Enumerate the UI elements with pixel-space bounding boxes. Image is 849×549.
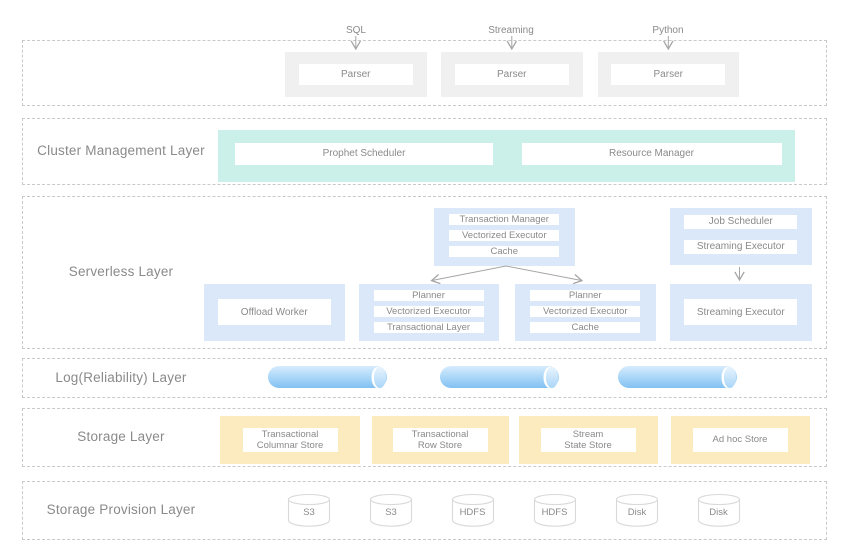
cylinder-icon <box>287 493 331 527</box>
disk-label: Disk <box>709 507 728 518</box>
band-provision <box>22 480 827 540</box>
layer-label-provision: Storage Provision Layer <box>46 501 196 517</box>
prophet-scheduler-box: Prophet Scheduler <box>235 142 493 165</box>
stack-row: Vectorized Executor <box>449 229 560 241</box>
source-label-streaming: Streaming <box>488 25 534 36</box>
stack-row: Cache <box>530 321 641 333</box>
store-box-transactional-columnar: Transactional Columnar Store <box>220 415 360 464</box>
layer-label-cluster: Cluster Management Layer <box>37 142 205 158</box>
store-label: Transactional Row Store <box>392 428 488 452</box>
planner-stack-right: Planner Vectorized Executor Cache <box>514 283 656 341</box>
disk-label: HDFS <box>459 507 486 518</box>
stack-row: Planner <box>373 289 484 301</box>
store-label-line2: Columnar Store <box>256 439 324 451</box>
store-box-stream-state: Stream State Store <box>518 415 658 464</box>
layer-label-serverless: Serverless Layer <box>68 264 174 279</box>
disk-label: HDFS <box>541 507 568 518</box>
planner-stack-left: Planner Vectorized Executor Transactiona… <box>358 283 499 341</box>
parser-label: Parser <box>298 63 413 85</box>
disk-disk-1: Disk <box>615 493 659 528</box>
cylinder-icon <box>697 493 740 527</box>
cylinder-icon <box>369 493 413 527</box>
stack-row: Transaction Manager <box>449 213 560 225</box>
disk-disk-2: Disk <box>697 493 741 528</box>
store-label-line1: Transactional <box>261 428 319 440</box>
store-label-line1: Transactional <box>411 428 469 440</box>
streaming-executor-label: Streaming Executor <box>684 299 798 325</box>
stack-row: Transactional Layer <box>373 321 484 333</box>
source-label-sql: SQL <box>345 25 366 36</box>
source-label-python: Python <box>652 25 684 36</box>
store-label: Ad hoc Store <box>692 428 788 452</box>
disk-hdfs-1: HDFS <box>451 493 495 528</box>
layer-label-storage: Storage Layer <box>77 428 165 444</box>
streaming-executor-box: Streaming Executor <box>670 283 812 341</box>
parser-box-python: Parser <box>597 51 739 97</box>
store-box-transactional-row: Transactional Row Store <box>371 415 509 464</box>
disk-hdfs-2: HDFS <box>533 493 577 528</box>
parser-label: Parser <box>454 63 569 85</box>
offload-worker-label: Offload Worker <box>217 299 331 325</box>
cylinder-icon <box>451 493 494 527</box>
stack-row: Vectorized Executor <box>373 305 484 317</box>
stack-row: Cache <box>449 245 560 257</box>
disk-label: S3 <box>303 507 315 518</box>
store-label-line2: Row Store <box>417 439 463 451</box>
log-cylinder-icon <box>440 366 559 388</box>
layer-label-log: Log(Reliability) Layer <box>55 369 187 385</box>
cluster-management-band: Prophet Scheduler Resource Manager <box>218 129 795 182</box>
resource-manager-box: Resource Manager <box>521 142 782 165</box>
log-cylinder-icon <box>617 366 737 388</box>
cylinder-icon <box>615 493 659 527</box>
parser-box-sql: Parser <box>285 51 427 97</box>
transaction-manager-stack: Transaction Manager Vectorized Executor … <box>433 207 575 266</box>
stack-row: Job Scheduler <box>684 214 798 229</box>
log-cylinder-icon <box>268 366 387 388</box>
parser-label: Parser <box>611 63 726 85</box>
store-label-line1: Stream <box>572 428 604 440</box>
job-scheduler-stack: Job Scheduler Streaming Executor <box>670 207 812 265</box>
stack-row: Planner <box>530 289 641 301</box>
disk-label: S3 <box>385 507 397 518</box>
store-label-line2: State Store <box>564 439 612 451</box>
store-label: Stream State Store <box>540 428 636 452</box>
store-label-line1: Ad hoc Store <box>712 434 768 446</box>
store-box-adhoc: Ad hoc Store <box>670 415 810 464</box>
disk-label: Disk <box>627 507 647 518</box>
cylinder-icon <box>533 493 576 527</box>
store-label: Transactional Columnar Store <box>242 428 338 452</box>
parser-box-streaming: Parser <box>441 51 583 97</box>
stack-row: Vectorized Executor <box>530 305 641 317</box>
disk-s3-1: S3 <box>287 493 331 528</box>
offload-worker-box: Offload Worker <box>203 283 345 341</box>
disk-s3-2: S3 <box>369 493 413 528</box>
stack-row: Streaming Executor <box>684 239 798 254</box>
